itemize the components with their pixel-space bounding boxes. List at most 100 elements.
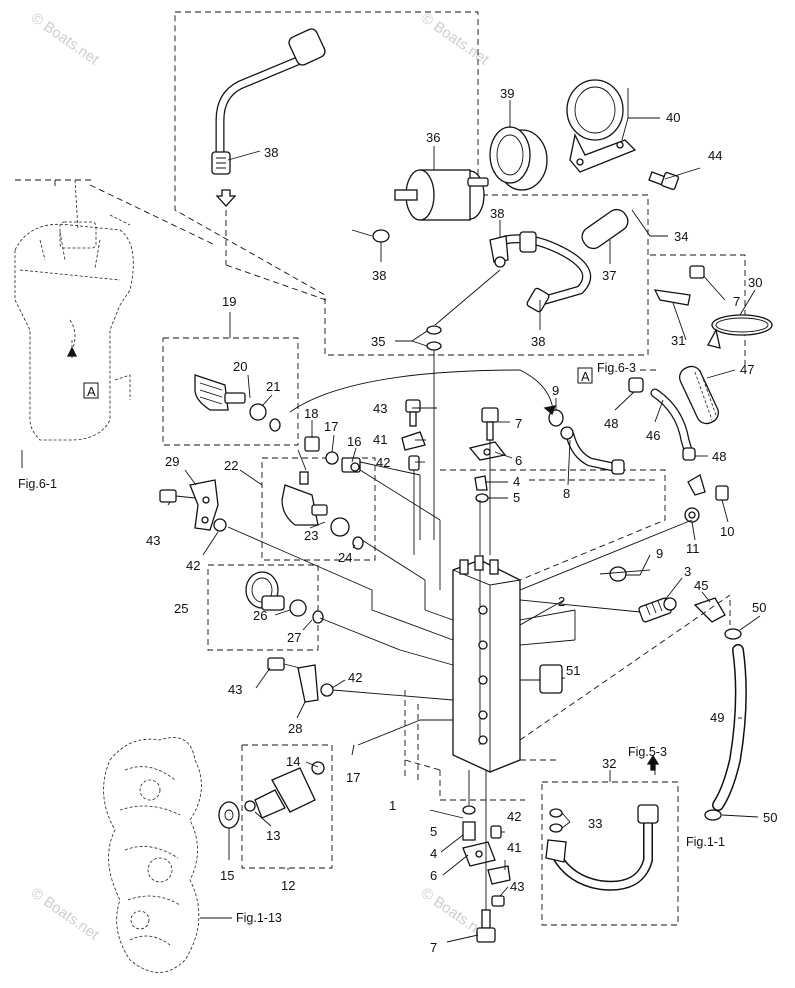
- label-24: 24: [338, 550, 352, 565]
- fitting-10-washer-11: [684, 474, 729, 523]
- label-38-d: 38: [531, 334, 545, 349]
- label-38-b: 38: [372, 268, 386, 283]
- label-14: 14: [286, 754, 300, 769]
- label-9-b: 9: [656, 546, 663, 561]
- clamp-30-bracket-31: [653, 265, 773, 349]
- label-42-a: 42: [376, 455, 390, 470]
- vapor-separator-ghost: [14, 179, 134, 441]
- label-29: 29: [165, 454, 179, 469]
- label-39: 39: [500, 86, 514, 101]
- connector-3-45: [638, 597, 726, 623]
- label-38-a: 38: [264, 145, 278, 160]
- label-31: 31: [671, 333, 685, 348]
- label-17-b: 17: [346, 770, 360, 785]
- washer-15: [218, 801, 240, 829]
- label-48-a: 48: [604, 416, 618, 431]
- label-37: 37: [602, 268, 616, 283]
- label-47: 47: [740, 362, 754, 377]
- ref-fig-6-3: Fig.6-3: [597, 361, 636, 375]
- label-19: 19: [222, 294, 236, 309]
- label-20: 20: [233, 359, 247, 374]
- label-22: 22: [224, 458, 238, 473]
- label-49: 49: [710, 710, 724, 725]
- label-43-a: 43: [373, 401, 387, 416]
- label-50-b: 50: [763, 810, 777, 825]
- label-10: 10: [720, 524, 734, 539]
- hose-group-46-47-48: [628, 365, 720, 461]
- label-5-a: 5: [513, 490, 520, 505]
- pressure-regulator-19: [194, 374, 281, 432]
- label-3: 3: [684, 564, 691, 579]
- bracket-28: [267, 657, 334, 703]
- label-18: 18: [304, 406, 318, 421]
- ref-fig-1-1: Fig.1-1: [686, 835, 725, 849]
- watermark-bottom-left: © Boats.net: [28, 884, 103, 943]
- label-40: 40: [666, 110, 680, 125]
- ref-A-left: A: [87, 384, 96, 399]
- connection-lines: [225, 264, 731, 801]
- hose-47: [678, 365, 720, 425]
- label-30: 30: [748, 275, 762, 290]
- label-23: 23: [304, 528, 318, 543]
- label-42-d: 42: [507, 809, 521, 824]
- label-42-c: 42: [348, 670, 362, 685]
- hose-clip-38: [372, 229, 390, 243]
- engine-block-ghost: [103, 737, 202, 973]
- label-48-b: 48: [712, 449, 726, 464]
- pipe-assembly-32: [545, 804, 659, 891]
- label-1: 1: [389, 798, 396, 813]
- clip-9-lower: [609, 566, 627, 582]
- label-11: 11: [686, 541, 700, 556]
- label-45: 45: [694, 578, 708, 593]
- label-50-a: 50: [752, 600, 766, 615]
- label-4-b: 4: [430, 846, 437, 861]
- clip-50-upper: [724, 628, 742, 640]
- pressure-regulator-22: [281, 449, 364, 550]
- arrow-up-icon: [66, 346, 78, 357]
- bracket-29: [159, 479, 227, 532]
- ref-A-right: A: [581, 369, 590, 384]
- ref-fig-5-3: Fig.5-3: [628, 745, 667, 759]
- clip-50-lower: [704, 809, 722, 821]
- label-16: 16: [347, 434, 361, 449]
- figure-references: A Fig.6-3 Fig.5-3 Fig.1-1 Fig.1-13 Fig.6…: [18, 361, 725, 925]
- label-41-b: 41: [507, 840, 521, 855]
- hose-connector: [288, 28, 326, 66]
- part-labels: 38 36 39 40 44 38 38 34 37 38 35 19 20 2…: [146, 86, 777, 955]
- hose-assembly-8: [289, 369, 625, 475]
- o-ring-35-b: [426, 341, 442, 351]
- bolt-43-clip-41: [401, 399, 426, 555]
- label-36: 36: [426, 130, 440, 145]
- arrow-icon: [543, 405, 557, 416]
- rail-bottom-fittings: [462, 770, 511, 943]
- label-46: 46: [646, 428, 660, 443]
- label-5-b: 5: [430, 824, 437, 839]
- label-43-c: 43: [228, 682, 242, 697]
- ref-box-A-right: [577, 367, 593, 384]
- filter-bracket: [566, 79, 637, 173]
- label-21: 21: [266, 379, 280, 394]
- label-43-d: 43: [510, 879, 524, 894]
- label-12: 12: [281, 878, 295, 893]
- rail-sensor-51: [539, 664, 563, 694]
- leader-lines: [21, 88, 761, 943]
- label-38-c: 38: [490, 206, 504, 221]
- bolt-44: [648, 171, 680, 191]
- label-15: 15: [220, 868, 234, 883]
- label-42-b: 42: [186, 558, 200, 573]
- label-43-b: 43: [146, 533, 160, 548]
- hose-sleeve-37: [581, 208, 629, 250]
- arrow-up-fig53-icon: [646, 754, 660, 771]
- injector-group-12: [218, 761, 325, 829]
- ref-box-A-left: [83, 382, 99, 399]
- label-13: 13: [266, 828, 280, 843]
- filter-cushion: [489, 126, 548, 191]
- label-34: 34: [674, 229, 688, 244]
- label-35: 35: [371, 334, 385, 349]
- label-25: 25: [174, 601, 188, 616]
- label-9-a: 9: [552, 383, 559, 398]
- assembly-boxes: [15, 11, 746, 926]
- label-41-a: 41: [373, 432, 387, 447]
- label-27: 27: [287, 630, 301, 645]
- label-6-b: 6: [430, 868, 437, 883]
